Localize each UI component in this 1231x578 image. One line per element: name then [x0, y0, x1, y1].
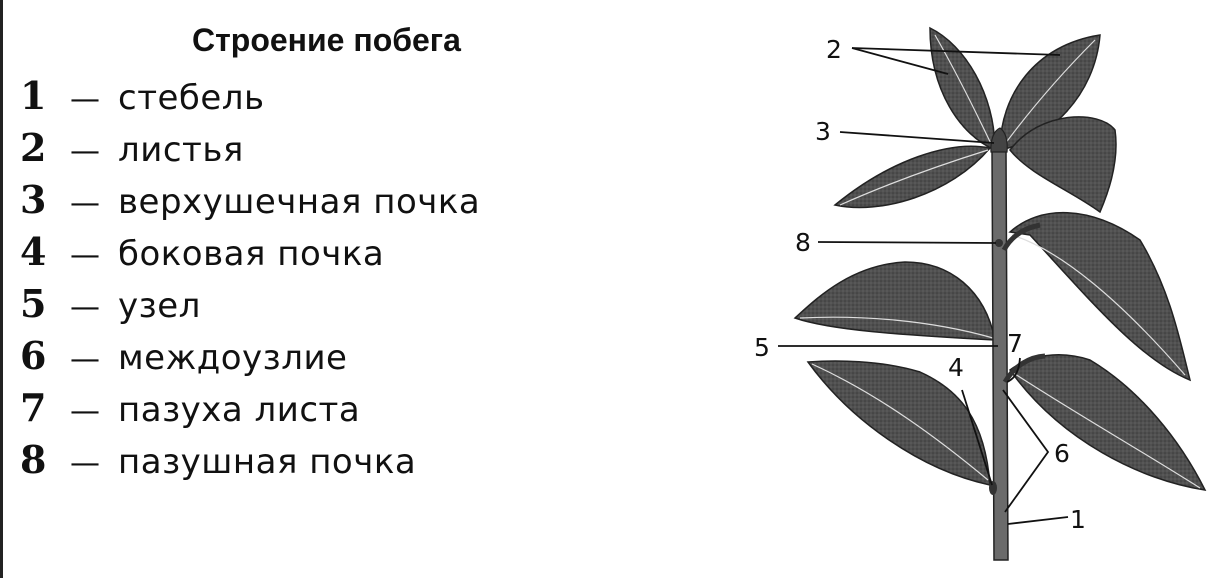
legend-number: 3 — [20, 177, 47, 222]
legend-number: 2 — [20, 125, 47, 170]
leader-line-2b — [851, 47, 1061, 56]
branch-right-lower — [1002, 353, 1046, 384]
leaf-midrib — [811, 363, 989, 481]
shoot-drawing: 2 3 8 5 7 4 6 1 — [754, 26, 1207, 561]
leader-lines — [778, 47, 1069, 525]
branch-right-upper — [1001, 222, 1041, 252]
leader-line-6 — [1002, 389, 1050, 513]
legend-number: 1 — [20, 73, 47, 118]
lateral-bud — [989, 481, 997, 495]
legend-item-node: 5 — узел — [20, 282, 480, 334]
legend-number: 7 — [20, 385, 47, 430]
leaf-midrib — [839, 149, 989, 206]
callout-7: 7 — [1007, 329, 1023, 358]
callout-1: 1 — [1070, 505, 1086, 534]
leader-line-4 — [961, 389, 993, 486]
leaf-midrib — [1011, 234, 1186, 376]
leaf-middle-right — [1008, 211, 1192, 382]
legend-item-axillary-bud: 8 — пазушная почка — [20, 438, 480, 490]
legend-term: верхушечная почка — [118, 182, 481, 222]
leaf-middle-left — [793, 261, 996, 341]
leaf-upper-right — [1009, 116, 1117, 214]
legend-number: 8 — [20, 437, 47, 482]
legend-dash: — — [70, 290, 100, 325]
legend-dash: — — [70, 446, 100, 481]
callout-3: 3 — [815, 117, 831, 146]
legend-item-leaves: 2 — листья — [20, 126, 480, 178]
callout-8: 8 — [795, 228, 811, 257]
leaves — [793, 26, 1207, 491]
legend-number: 6 — [20, 333, 47, 378]
leaf-midrib — [1011, 371, 1201, 489]
legend-term: пазушная почка — [118, 442, 417, 482]
leader-line-8 — [817, 241, 997, 244]
legend-dash: — — [70, 342, 100, 377]
shoot-illustration: 2 3 8 5 7 4 6 1 — [640, 0, 1231, 578]
leaf-midrib — [799, 316, 994, 339]
legend-dash: — — [70, 82, 100, 117]
legend-item-stem: 1 — стебель — [20, 74, 480, 126]
legend-dash: — — [70, 134, 100, 169]
apical-bud — [990, 127, 1008, 153]
leaf-lower-right — [1008, 354, 1207, 491]
page-left-border — [0, 0, 3, 578]
stem — [989, 127, 1046, 561]
callout-4: 4 — [948, 353, 964, 382]
legend-term: междоузлие — [118, 338, 348, 378]
legend-term: стебель — [118, 78, 265, 118]
legend-item-lateral-bud: 4 — боковая почка — [20, 230, 480, 282]
legend-title: Строение побега — [192, 22, 461, 58]
leaf-upper-left — [833, 145, 992, 209]
leaf-midrib — [1001, 39, 1096, 149]
legend-list: 1 — стебель 2 — листья 3 — верхушечная почка 4… — [20, 74, 480, 490]
legend-term: узел — [118, 286, 201, 326]
callout-2: 2 — [826, 35, 842, 64]
legend-item-apical-bud: 3 — верхушечная почка — [20, 178, 480, 230]
leader-line-3 — [839, 131, 995, 144]
axil-marker-7 — [1006, 357, 1021, 383]
legend-term: боковая почка — [118, 234, 385, 274]
axillary-bud — [995, 239, 1003, 247]
callout-6: 6 — [1054, 439, 1070, 468]
main-stem — [991, 149, 1009, 561]
legend-term: листья — [118, 130, 244, 170]
legend-dash: — — [70, 186, 100, 221]
legend-dash: — — [70, 238, 100, 273]
legend-number: 4 — [20, 229, 47, 274]
legend-term: пазуха листа — [118, 390, 361, 430]
legend-item-internode: 6 — междоузлие — [20, 334, 480, 386]
legend-number: 5 — [20, 281, 47, 326]
leaf-lower-left — [806, 360, 991, 486]
leader-line-2a — [851, 47, 949, 75]
leader-line-1 — [1007, 516, 1069, 525]
leaf-midrib — [934, 34, 994, 149]
legend-dash: — — [70, 394, 100, 429]
legend-panel: Строение побега 1 — стебель 2 — листья 3 — вер… — [20, 22, 480, 490]
callout-5: 5 — [754, 333, 770, 362]
legend-item-leaf-axil: 7 — пазуха листа — [20, 386, 480, 438]
callouts: 2 3 8 5 7 4 6 1 — [754, 35, 1086, 534]
